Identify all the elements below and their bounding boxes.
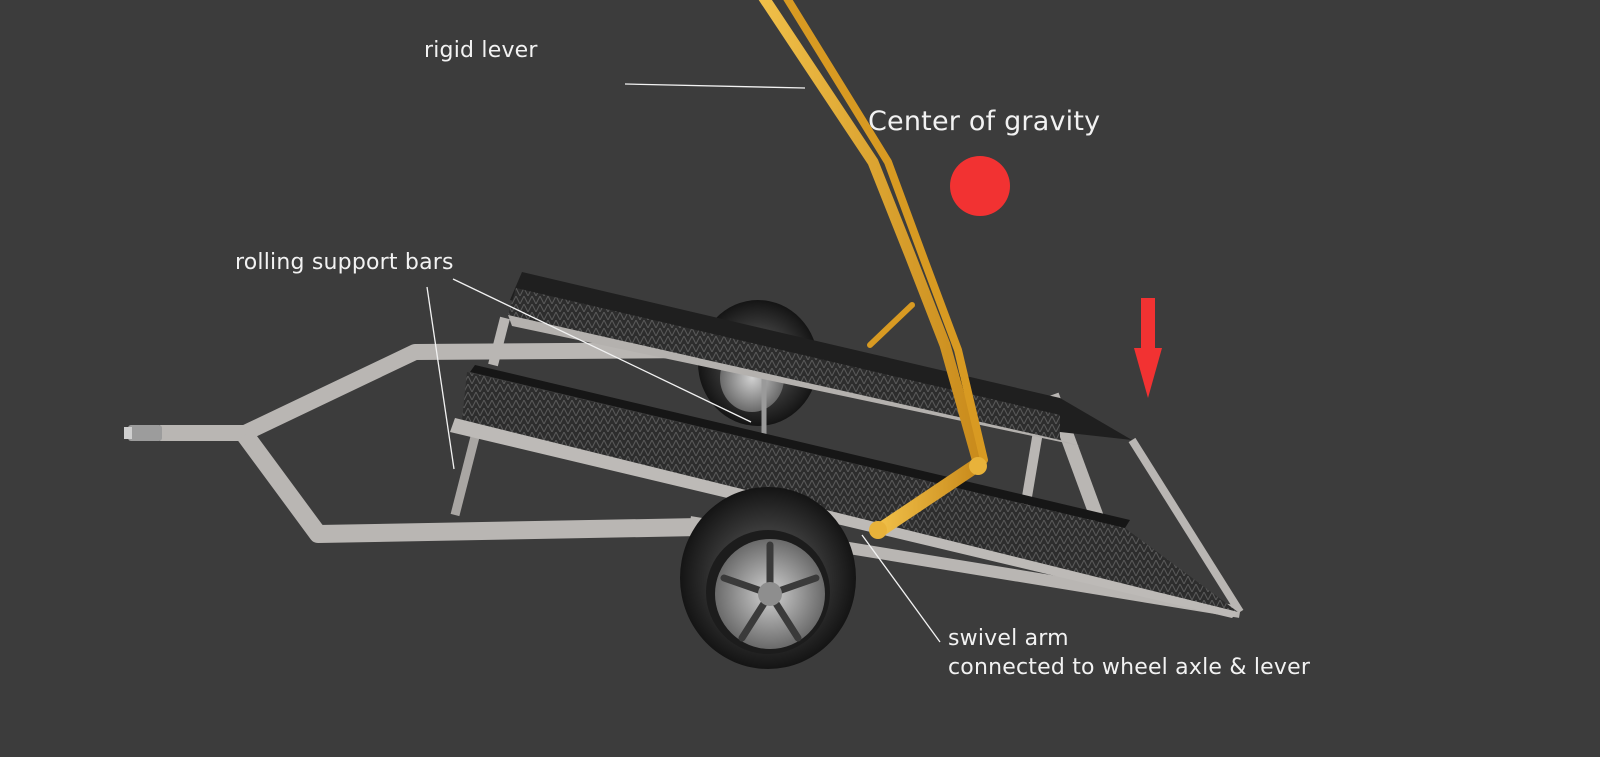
- rolling-support-bars-label: rolling support bars: [235, 250, 454, 275]
- front-wheel: [680, 487, 856, 669]
- swivel-arm-leader: [861, 534, 941, 643]
- center-of-gravity-label: Center of gravity: [868, 106, 1101, 137]
- rolling-bars-leader-left: [426, 286, 455, 470]
- rigid-lever-leader: [624, 83, 806, 89]
- ramp-back: [508, 272, 1132, 446]
- center-of-gravity-marker: [950, 156, 1010, 216]
- leader-lines: [426, 83, 941, 643]
- hitch-coupler: [124, 425, 162, 441]
- swivel-arm-label-line2: connected to wheel axle & lever: [948, 655, 1311, 680]
- swivel-arm-label: swivel arm connected to wheel axle & lev…: [948, 624, 1310, 682]
- swivel-arm-label-line1: swivel arm: [948, 626, 1069, 651]
- rolling-bars-leader-right: [452, 278, 752, 423]
- rigid-lever-label: rigid lever: [424, 38, 538, 63]
- ramp-front: [450, 365, 1238, 618]
- lever-pivot: [969, 457, 987, 475]
- swivel-arm-joint: [869, 521, 887, 539]
- rigid-lever: [758, 0, 988, 537]
- down-arrow-icon: [1134, 298, 1162, 398]
